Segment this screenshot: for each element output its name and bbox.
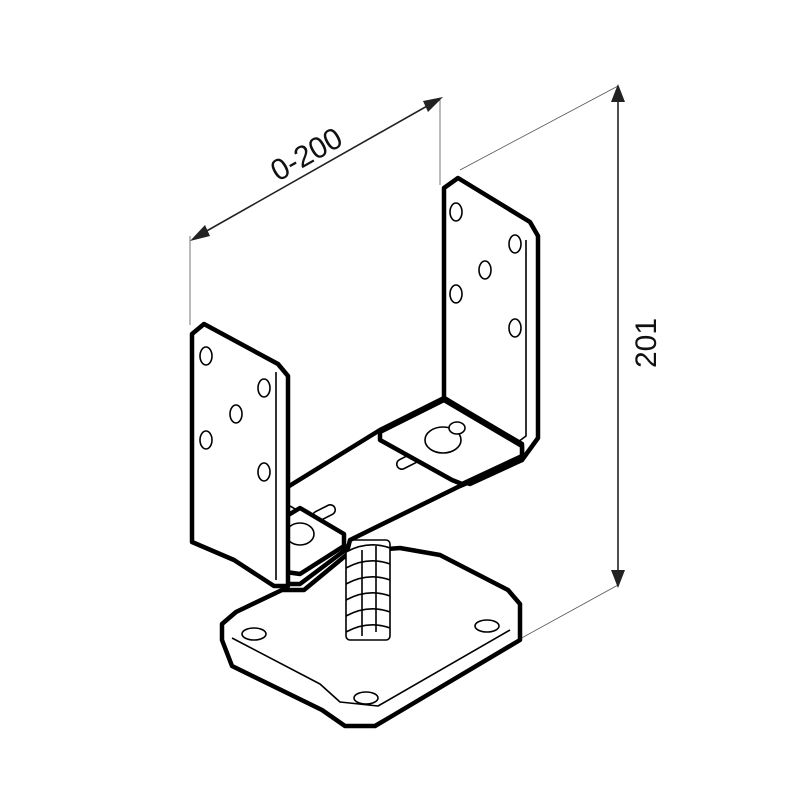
- left-wing-hole-5: [257, 462, 271, 482]
- height-arrow-bottom: [611, 570, 625, 588]
- rod-body: [345, 539, 391, 641]
- base-hole-left: [241, 627, 267, 641]
- extension-line-bottom: [517, 584, 619, 641]
- width-arrow-left: [190, 225, 210, 241]
- u-bracket-left-wing: [189, 321, 291, 589]
- base-hole-right: [474, 619, 500, 633]
- right-wing-hole-3: [478, 260, 492, 280]
- left-wing-hole-2: [257, 378, 271, 398]
- extension-lines: [189, 85, 619, 641]
- saddle-rear-slot: [448, 421, 466, 435]
- left-wing-hole-1: [199, 346, 213, 366]
- extension-line-top: [459, 85, 619, 171]
- width-arrow-right: [423, 97, 443, 112]
- height-arrow-top: [611, 84, 625, 102]
- rod-threads: [345, 544, 391, 633]
- left-wing-hole-4: [199, 430, 213, 450]
- width-dimension: 0-200: [190, 97, 443, 241]
- rod-shading: [361, 546, 377, 636]
- height-dimension-label: 201: [630, 318, 663, 368]
- threaded-rod: [345, 539, 391, 641]
- right-wing-hole-1: [449, 202, 463, 222]
- right-wing-hole-4: [449, 284, 463, 304]
- width-dimension-line: [195, 100, 437, 238]
- width-dimension-label: 0-200: [265, 122, 348, 189]
- left-wing-hole-3: [229, 404, 243, 424]
- right-wing-hole-2: [508, 234, 522, 254]
- right-wing-hole-5: [508, 318, 522, 338]
- height-dimension: 201: [611, 84, 663, 588]
- base-hole-front: [353, 691, 379, 705]
- base-plate-edge: [231, 629, 511, 707]
